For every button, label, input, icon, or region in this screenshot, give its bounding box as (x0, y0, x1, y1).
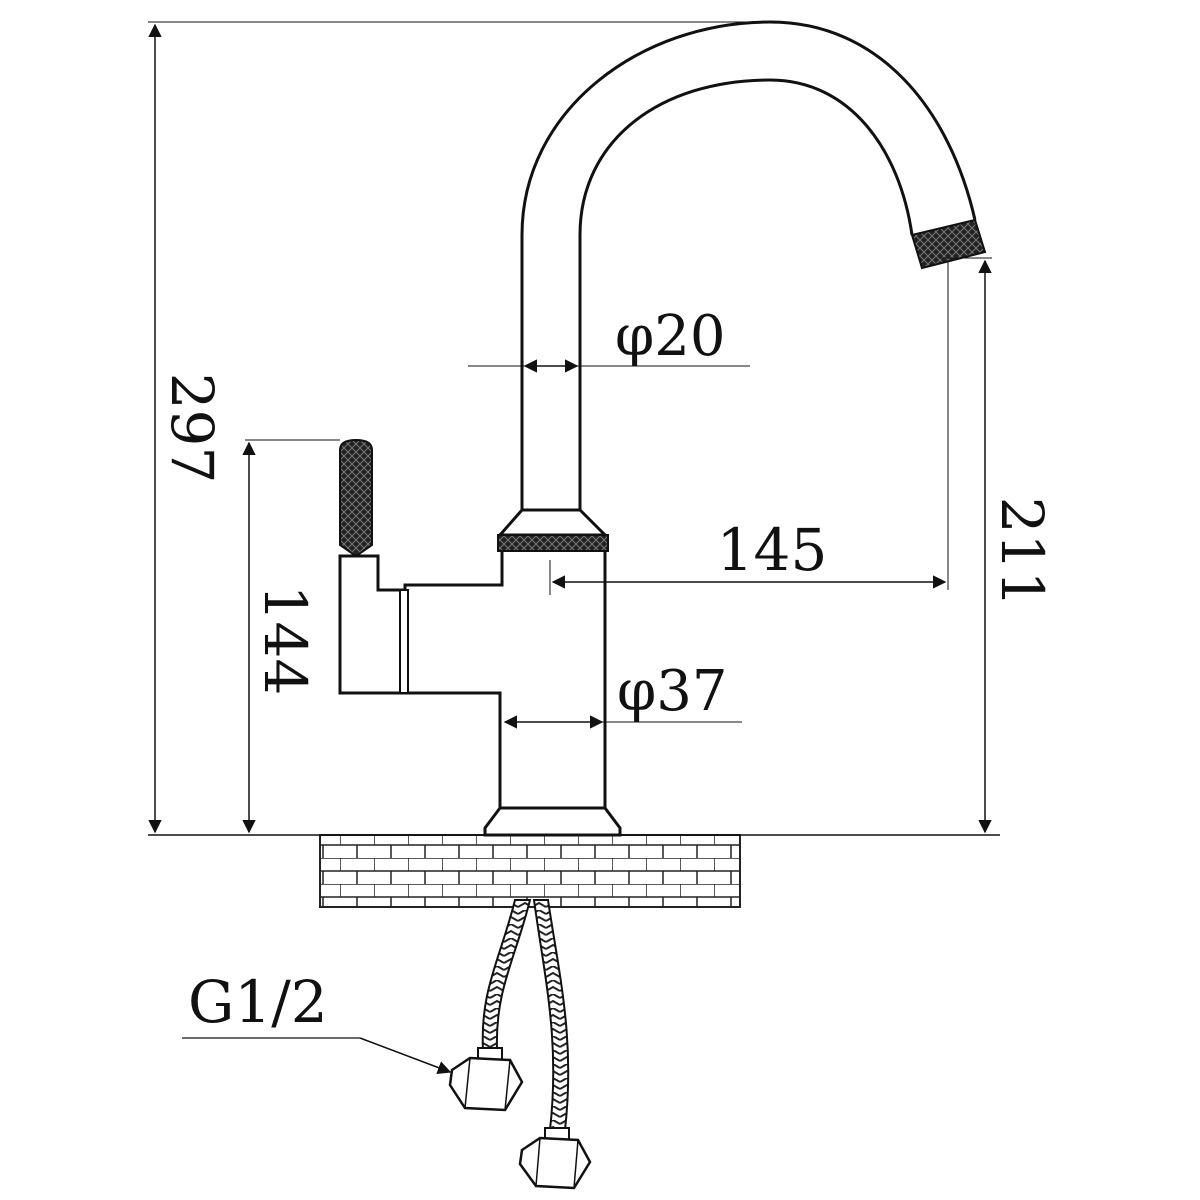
dim-spout-height: 211 (940, 257, 1056, 834)
dim-body-diameter-label: φ37 (617, 659, 727, 724)
hose-left (481, 899, 532, 1051)
dim-total-height-label: 297 (158, 373, 226, 484)
callout-connector: G1/2 (182, 968, 452, 1075)
dim-total-height: 297 (148, 21, 770, 834)
faucet-outline (338, 20, 987, 837)
spout-inner (578, 78, 914, 510)
handle-hinge (399, 589, 409, 694)
collar-knurl (497, 534, 609, 552)
counter-brick-wall (319, 834, 741, 908)
dim-spout-reach-label: 145 (717, 516, 828, 584)
dim-spout-height-label: 211 (988, 497, 1056, 608)
hex-nut-right (518, 1127, 592, 1190)
dim-handle-height: 144 (242, 439, 340, 834)
dim-handle-height-label: 144 (251, 585, 319, 696)
dim-spout-reach: 145 (549, 262, 949, 595)
aerator-knurl (910, 218, 987, 270)
body (403, 551, 607, 810)
lever-handle (338, 554, 405, 695)
callout-connector-label: G1/2 (188, 968, 328, 1036)
supply-hoses (448, 899, 592, 1190)
handle-knurl (339, 438, 373, 558)
dim-spout-diameter: φ20 (468, 304, 750, 373)
dim-body-diameter: φ37 (503, 659, 742, 729)
hose-right (532, 899, 570, 1131)
collar-top (496, 508, 609, 537)
hex-nut-left (448, 1047, 524, 1112)
spout-outer (520, 20, 977, 510)
base-flange (483, 806, 622, 837)
dim-spout-diameter-label: φ20 (615, 304, 725, 369)
